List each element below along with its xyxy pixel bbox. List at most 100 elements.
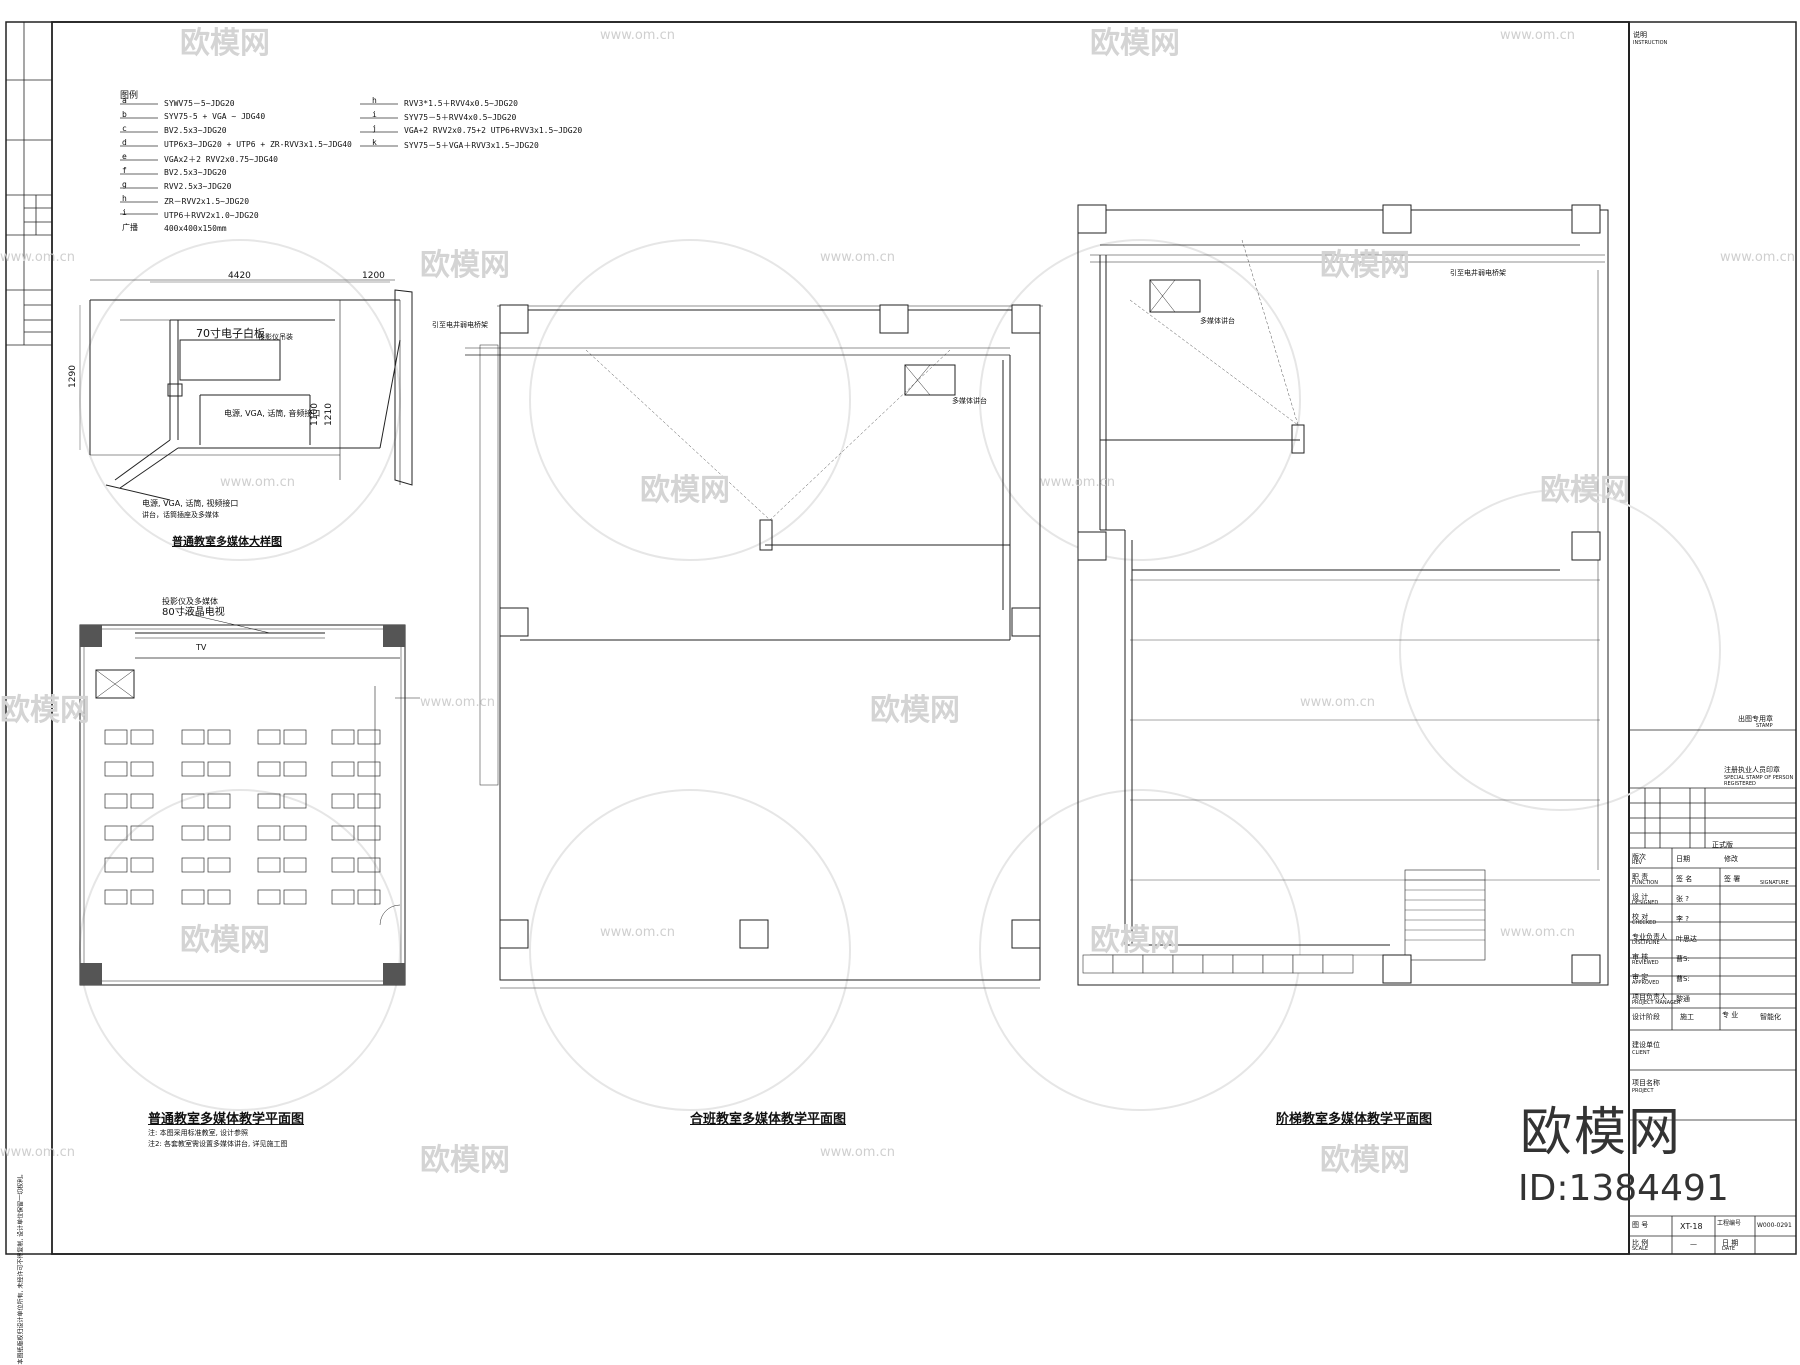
student-desk: [257, 793, 281, 809]
watermark-brand: 欧模网: [180, 923, 270, 958]
student-desk: [357, 761, 381, 777]
student-desk: [257, 761, 281, 777]
student-desk: [283, 857, 307, 873]
legend-key: h: [372, 96, 377, 105]
watermark-brand: 欧模网: [870, 693, 960, 728]
tb-cell: 曹S:: [1676, 955, 1690, 963]
student-desk: [181, 857, 205, 873]
tb-drawing-no-label: 图 号: [1632, 1221, 1649, 1229]
tb-cell: DESIGNED: [1632, 900, 1659, 906]
student-desk: [181, 825, 205, 841]
watermark-url: www.om.cn: [1300, 695, 1375, 710]
tb-discipline-label: 专 业: [1722, 1011, 1739, 1019]
detail-bottom-note: 电源, VGA, 话筒, 视频接口: [142, 499, 239, 508]
tb-project-no: W000-0291: [1757, 1222, 1792, 1229]
plan1-tv-label: TV: [196, 643, 207, 652]
legend-key: a: [122, 96, 127, 105]
student-desk: [104, 889, 128, 905]
student-desk: [104, 825, 128, 841]
watermark-url: www.om.cn: [1040, 475, 1115, 490]
student-desk: [207, 761, 231, 777]
watermark-url: www.om.cn: [1500, 28, 1575, 43]
student-desk: [357, 857, 381, 873]
tb-cell: 校 对: [1632, 913, 1649, 921]
legend-key: i: [372, 110, 377, 119]
tb-stamp-en: STAMP: [1756, 723, 1773, 729]
tb-cell: CHECKED: [1632, 920, 1657, 926]
legend-text: RVV3*1.5＋RVV4x0.5~JDG20: [404, 99, 518, 108]
detail-dim-left: 1290: [67, 365, 78, 388]
tb-cell: DISCIPLINE: [1632, 940, 1660, 946]
tb-cell: 日期: [1676, 855, 1690, 863]
student-desk: [207, 729, 231, 745]
plan3-desk: 多媒体讲台: [1200, 317, 1235, 325]
legend-key: 广播: [122, 223, 138, 232]
plan1-note: 投影仪及多媒体: [162, 597, 218, 606]
legend-key: c: [122, 124, 127, 133]
student-desk: [283, 793, 307, 809]
student-desk: [104, 729, 128, 745]
tb-phase: 施工: [1680, 1013, 1694, 1021]
legend-text: UTP6x3~JDG20 + UTP6 + ZR-RVV3x1.5~JDG40: [164, 140, 352, 149]
tb-cell: 签 名: [1676, 875, 1693, 883]
tb-reg-stamp-en: SPECIAL STAMP OF PERSON REGISTERED: [1724, 775, 1794, 787]
legend-text: UTP6＋RVV2x1.0~JDG20: [164, 211, 259, 220]
legend-key: e: [122, 152, 127, 161]
detail-dim-mid2: 1210: [323, 403, 334, 426]
plan3-note: 引至电井弱电桥架: [1450, 269, 1506, 277]
student-desk: [181, 729, 205, 745]
tb-cell: 李 ?: [1676, 915, 1689, 923]
plan1-title: 普通教室多媒体教学平面图: [148, 1112, 305, 1127]
watermark-url: www.om.cn: [820, 250, 895, 265]
legend-text: SYV75－5＋RVV4x0.5~JDG20: [404, 113, 517, 122]
watermark-url: www.om.cn: [1500, 925, 1575, 940]
legend-text: SYV75－5＋VGA＋RVV3x1.5~JDG20: [404, 141, 539, 150]
logo-text: 欧模网: [1520, 1103, 1683, 1163]
student-desk: [331, 729, 355, 745]
tb-instruction: 说明: [1633, 31, 1647, 39]
tb-project-en: PROJECT: [1632, 1088, 1654, 1094]
tb-subject: 正式版: [1712, 841, 1733, 849]
tb-project-label: 项目名称: [1632, 1079, 1660, 1087]
tb-cell: REVIEWED: [1632, 960, 1659, 966]
tb-scale-label: 比 例: [1632, 1239, 1649, 1247]
legend-key: j: [372, 124, 377, 133]
legend-key: d: [122, 138, 127, 147]
watermark-brand: 欧模网: [1090, 923, 1180, 958]
watermark-brand: 欧模网: [180, 26, 270, 61]
detail-title: 普通教室多媒体大样图: [172, 535, 282, 548]
tb-cell: 版次: [1632, 853, 1646, 861]
tb-cell: 叶思达: [1676, 935, 1697, 943]
watermark-url: www.om.cn: [420, 695, 495, 710]
legend-key: b: [122, 110, 127, 119]
student-desk: [130, 761, 154, 777]
student-desk: [257, 729, 281, 745]
tb-cell: 黎通: [1676, 995, 1690, 1003]
legend-text: 400x400x150mm: [164, 224, 227, 233]
tb-cell: 修改: [1724, 855, 1738, 863]
watermark-brand: 欧模网: [420, 248, 510, 283]
tb-client-label: 建设单位: [1632, 1041, 1660, 1049]
watermark-brand: 欧模网: [1540, 473, 1630, 508]
logo-id: ID:1384491: [1518, 1168, 1729, 1209]
tb-cell: APPROVED: [1632, 980, 1660, 986]
student-desk: [104, 857, 128, 873]
tb-cell: 设 计: [1632, 893, 1649, 901]
legend-text: BV2.5x3~JDG20: [164, 168, 227, 177]
legend-text: VGAx2＋2 RVV2x0.75~JDG40: [164, 155, 278, 164]
tb-reg-stamp: 注册执业人员印章: [1724, 766, 1780, 774]
student-desk: [283, 825, 307, 841]
detail-dim-top2: 1200: [362, 271, 385, 281]
watermark-url: www.om.cn: [1720, 250, 1795, 265]
tb-cell: FUNCTION: [1632, 880, 1658, 886]
plan2-desk: 多媒体讲台: [952, 397, 987, 405]
student-desk: [283, 729, 307, 745]
plan2-title: 合班教室多媒体教学平面图: [690, 1112, 847, 1127]
legend-text: RVV2.5x3~JDG20: [164, 182, 232, 191]
plan1-note-line: 注2: 各套教室需设置多媒体讲台, 详见施工图: [148, 1140, 288, 1148]
student-desk: [357, 825, 381, 841]
legend-key: i: [122, 208, 127, 217]
watermark-brand: 欧模网: [1320, 248, 1410, 283]
tb-drawing-no: XT-18: [1680, 1222, 1703, 1231]
tb-cell: 审 核: [1632, 953, 1649, 961]
